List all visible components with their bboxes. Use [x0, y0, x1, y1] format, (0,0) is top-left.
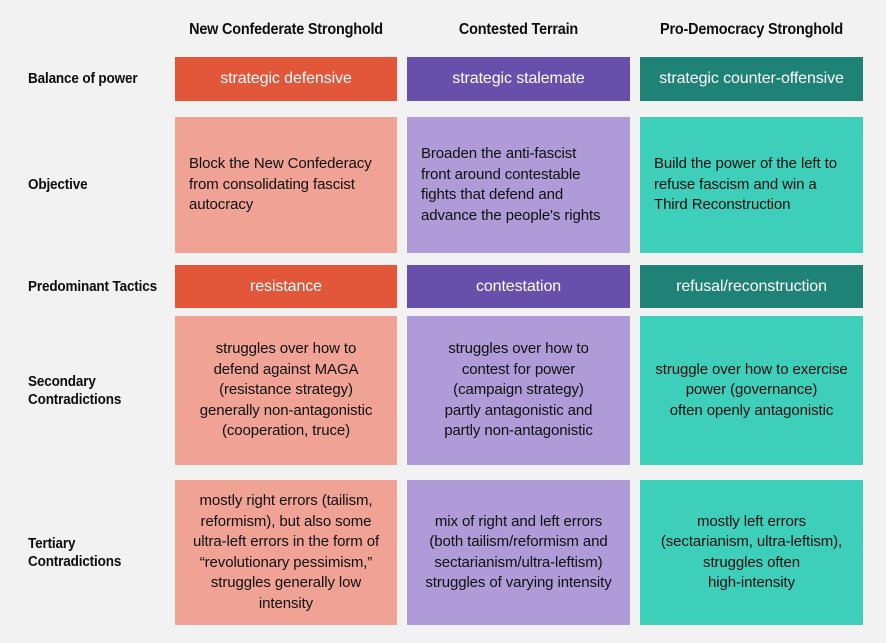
cell-text: strategic defensive: [220, 70, 352, 87]
cell-balance-of-power-new-confederate-stronghold: strategic defensive: [175, 57, 397, 101]
cell-balance-of-power-contested-terrain: strategic stalemate: [407, 57, 630, 101]
cell-text: Block the New Confederacy from consolida…: [189, 155, 372, 214]
cell-secondary-contradictions-new-confederate-stronghold: struggles over how to defend against MAG…: [175, 316, 397, 465]
cell-objective-contested-terrain: Broaden the anti-fascist front around co…: [407, 117, 630, 253]
column-header-contested-terrain: Contested Terrain: [415, 10, 622, 50]
cell-predominant-tactics-pro-democracy-stronghold: refusal/reconstruction: [640, 265, 863, 308]
cell-objective-pro-democracy-stronghold: Build the power of the left to refuse fa…: [640, 117, 863, 253]
row-label-secondary-contradictions: Secondary Contradictions: [28, 373, 122, 408]
cell-tertiary-contradictions-new-confederate-stronghold: mostly right errors (tailism, reformism)…: [175, 480, 397, 625]
row-label-objective: Objective: [28, 177, 88, 193]
cell-text: strategic counter-offensive: [659, 70, 844, 87]
cell-balance-of-power-pro-democracy-stronghold: strategic counter-offensive: [640, 57, 863, 101]
cell-text: struggles over how to contest for power …: [444, 340, 593, 440]
cell-secondary-contradictions-contested-terrain: struggles over how to contest for power …: [407, 316, 630, 465]
column-header-new-confederate-stronghold: New Confederate Stronghold: [183, 10, 389, 50]
cell-secondary-contradictions-pro-democracy-stronghold: struggle over how to exercise power (gov…: [640, 316, 863, 465]
cell-tertiary-contradictions-contested-terrain: mix of right and left errors (both taili…: [407, 480, 630, 625]
cell-objective-new-confederate-stronghold: Block the New Confederacy from consolida…: [175, 117, 397, 253]
row-label-tertiary-contradictions: Tertiary Contradictions: [28, 535, 122, 570]
cell-text: refusal/reconstruction: [676, 277, 827, 295]
cell-text: mostly left errors (sectarianism, ultra-…: [660, 512, 843, 592]
cell-text: mix of right and left errors (both taili…: [425, 512, 612, 592]
column-header-label: Contested Terrain: [458, 21, 579, 38]
cell-text: contestation: [475, 277, 562, 295]
row-label-balance-of-power: Balance of power: [28, 71, 138, 87]
cell-text: resistance: [250, 277, 322, 295]
cell-predominant-tactics-contested-terrain: contestation: [407, 265, 630, 308]
row-label-predominant-tactics: Predominant Tactics: [28, 278, 157, 295]
cell-text: mostly right errors (tailism, reformism)…: [192, 492, 380, 612]
column-header-label: Pro-Democracy Stronghold: [660, 21, 843, 38]
column-header-row: New Confederate Stronghold Contested Ter…: [0, 10, 886, 50]
column-header-label: New Confederate Stronghold: [189, 21, 383, 38]
cell-text: Build the power of the left to refuse fa…: [654, 155, 837, 214]
cell-text: struggles over how to defend against MAG…: [199, 340, 373, 440]
column-header-pro-democracy-stronghold: Pro-Democracy Stronghold: [648, 10, 855, 50]
cell-predominant-tactics-new-confederate-stronghold: resistance: [175, 265, 397, 308]
cell-text: Broaden the anti-fascist front around co…: [421, 145, 601, 224]
cell-text: struggle over how to exercise power (gov…: [655, 360, 848, 419]
cell-text: strategic stalemate: [452, 70, 585, 87]
cell-tertiary-contradictions-pro-democracy-stronghold: mostly left errors (sectarianism, ultra-…: [640, 480, 863, 625]
